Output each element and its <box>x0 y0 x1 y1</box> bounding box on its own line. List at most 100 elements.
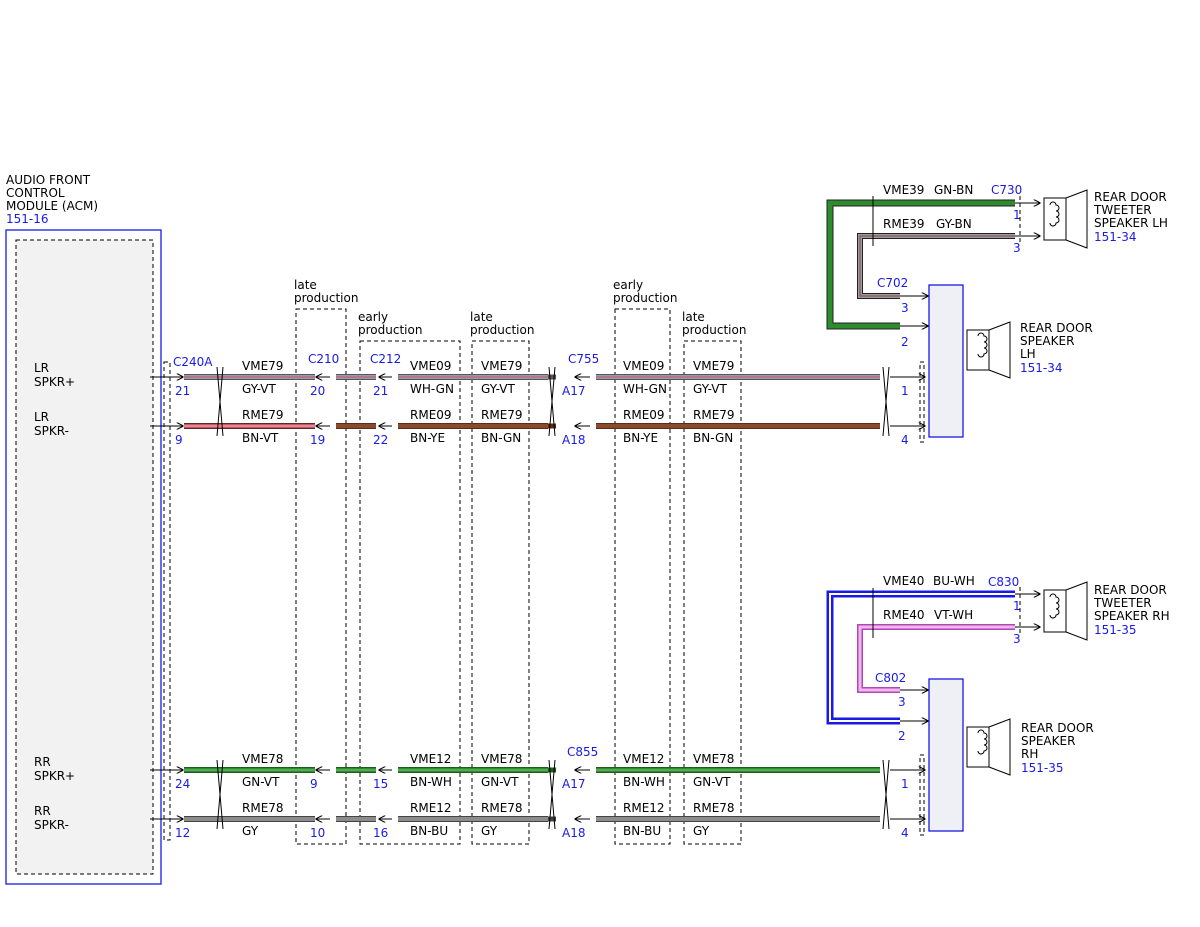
color-rr_pos-seg4: BN-WH <box>623 775 665 789</box>
speaker-lh-ref: 151-34 <box>1020 361 1063 375</box>
circuit-lr_neg-seg1: RME79 <box>242 408 284 422</box>
label-early-2a: early <box>613 278 643 292</box>
speaker-rh-ref: 151-35 <box>1021 761 1064 775</box>
circuit-lr_neg-seg5: RME79 <box>693 408 735 422</box>
connector-c702: C702 <box>877 276 908 290</box>
color-lr_neg-seg2: BN-YE <box>410 431 445 445</box>
color-lr_neg-seg5: BN-GN <box>693 431 733 445</box>
c702-pin-3: 3 <box>901 301 909 315</box>
speaker-rh-name-2: SPEAKER <box>1021 734 1075 748</box>
wire-vme40-stripe <box>829 593 1015 722</box>
pin-lr_pos-2: 20 <box>310 384 325 398</box>
vme39-color: GN-BN <box>934 183 973 197</box>
color-lr_neg-seg1: BN-VT <box>242 431 279 445</box>
rme40-circuit: RME40 <box>883 608 925 622</box>
pin-rr_pos-3: 15 <box>373 777 388 791</box>
early-production-box-2 <box>614 308 671 845</box>
rme40-color: VT-WH <box>934 608 973 622</box>
twist-marker-0-1 <box>548 366 556 437</box>
late-production-box-3 <box>683 340 742 845</box>
pin-rr_neg-3: 16 <box>373 826 388 840</box>
label-early-2b: production <box>613 291 677 305</box>
circuit-rr_neg-seg1: RME78 <box>242 801 284 815</box>
speaker-lh-name-3: LH <box>1020 347 1036 361</box>
pin-lr_neg-2: 19 <box>310 433 325 447</box>
circuit-lr_pos-seg5: VME79 <box>693 359 734 373</box>
color-rr_neg-seg1: GY <box>242 824 259 838</box>
connector-c755: C755 <box>568 352 599 366</box>
acm-pin-rr-neg-1: RR <box>34 804 51 818</box>
pin-lr_neg-4: A18 <box>562 433 585 447</box>
connector-labels: C240A C210 C212 C755 C855 C702 C802 C730… <box>173 183 1022 759</box>
early-production-box-1 <box>359 340 461 845</box>
twist-marker-0-2 <box>882 366 890 437</box>
acm-title-1: AUDIO FRONT <box>6 173 91 187</box>
circuit-lr_neg-seg3: RME79 <box>481 408 523 422</box>
connector-c212: C212 <box>370 352 401 366</box>
label-late-3b: production <box>682 323 746 337</box>
pin-lr_pos-5: 1 <box>901 384 909 398</box>
speaker-rh-icon <box>966 718 1011 776</box>
color-lr_neg-seg3: BN-GN <box>481 431 521 445</box>
circuit-lr_pos-seg4: VME09 <box>623 359 664 373</box>
rme39-circuit: RME39 <box>883 217 925 231</box>
circuit-rr_neg-seg2: RME12 <box>410 801 452 815</box>
tweeter-lh-circuit: VME39 GN-BN RME39 GY-BN 1 3 3 2 REAR DOO… <box>826 183 1168 349</box>
speaker-lh-connector-body <box>928 284 964 438</box>
circuit-lr_neg-seg4: RME09 <box>623 408 665 422</box>
acm-pin-lr-pos-1: LR <box>34 361 49 375</box>
circuit-rr_pos-seg3: VME78 <box>481 752 522 766</box>
color-lr_pos-seg1: GY-VT <box>242 382 276 396</box>
speaker-rh-name-3: RH <box>1021 747 1038 761</box>
circuit-lr_pos-seg3: VME79 <box>481 359 522 373</box>
pin-rr_pos-1: 24 <box>175 777 190 791</box>
color-lr_pos-seg3: GY-VT <box>481 382 515 396</box>
connector-c210: C210 <box>308 352 339 366</box>
late-production-box-1 <box>295 308 347 845</box>
tweeter-lh-name-2: TWEETER <box>1093 203 1152 217</box>
speaker-rh-name-1: REAR DOOR <box>1021 721 1094 735</box>
pin-lr_neg-5: 4 <box>901 433 909 447</box>
color-rr_neg-seg5: GY <box>693 824 710 838</box>
vme40-circuit: VME40 <box>883 574 924 588</box>
connector-c730: C730 <box>991 183 1022 197</box>
circuit-rr_pos-seg4: VME12 <box>623 752 664 766</box>
tweeter-lh-name-3: SPEAKER LH <box>1094 216 1168 230</box>
label-late-2b: production <box>470 323 534 337</box>
acm-pin-rr-neg-2: SPKR- <box>34 818 69 832</box>
circuit-lr_neg-seg2: RME09 <box>410 408 452 422</box>
speaker-lh-icon <box>966 321 1011 379</box>
acm-title-3: MODULE (ACM) <box>6 199 98 213</box>
pin-lr_neg-3: 22 <box>373 433 388 447</box>
wire-rme39-stripe <box>859 235 1015 297</box>
color-rr_neg-seg3: GY <box>481 824 498 838</box>
production-variant-boxes: late production early production late pr… <box>163 278 925 845</box>
tweeter-rh-circuit: VME40 BU-WH RME40 VT-WH 1 3 3 2 REAR DOO… <box>826 574 1170 743</box>
color-rr_pos-seg1: GN-VT <box>242 775 280 789</box>
acm-pin-rr-pos-2: SPKR+ <box>34 769 75 783</box>
color-rr_pos-seg3: GN-VT <box>481 775 519 789</box>
twist-marker-0-0 <box>216 366 224 437</box>
tweeter-lh-speaker-icon <box>1043 189 1088 249</box>
twist-marker-1-0 <box>216 759 224 830</box>
pin-rr_neg-5: 4 <box>901 826 909 840</box>
speaker-lh: REAR DOOR SPEAKER LH 151-34 <box>928 284 1093 438</box>
tweeter-lh-name-1: REAR DOOR <box>1094 190 1167 204</box>
wire-vme39 <box>827 200 1015 329</box>
c830-pin-3: 3 <box>1013 632 1021 646</box>
tweeter-rh-name-1: REAR DOOR <box>1094 583 1167 597</box>
c702-pin-2: 2 <box>901 335 909 349</box>
pin-rr_neg-4: A18 <box>562 826 585 840</box>
twist-marker-1-1 <box>548 759 556 830</box>
pin-lr_neg-1: 9 <box>175 433 183 447</box>
circuit-lr_pos-seg1: VME79 <box>242 359 283 373</box>
circuit-rr_pos-seg1: VME78 <box>242 752 283 766</box>
c730-pin-3: 3 <box>1013 241 1021 255</box>
label-early-1b: production <box>358 323 422 337</box>
acm-inner <box>15 239 154 875</box>
pin-rr_neg-1: 12 <box>175 826 190 840</box>
label-early-1a: early <box>358 310 388 324</box>
connector-c855: C855 <box>567 745 598 759</box>
vme39-circuit: VME39 <box>883 183 924 197</box>
